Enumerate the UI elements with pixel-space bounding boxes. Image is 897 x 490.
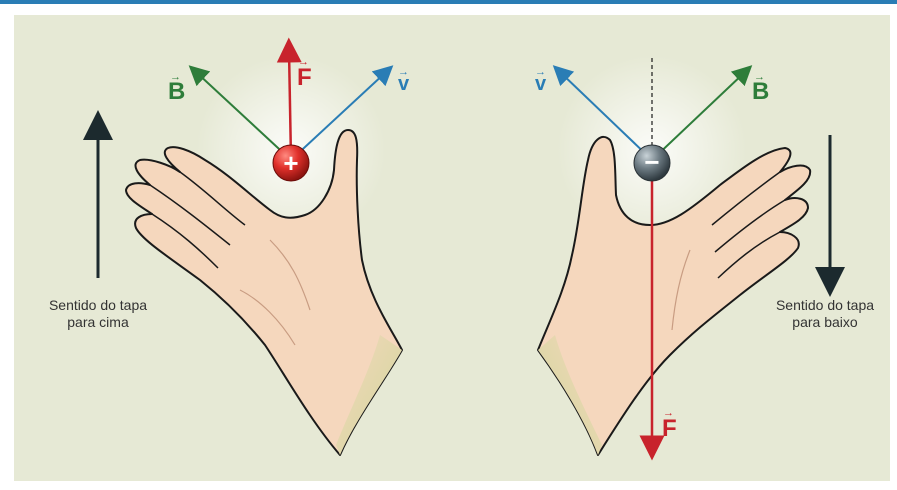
positive-charge-symbol: + — [283, 148, 298, 178]
right-field-label: B — [752, 80, 769, 104]
right-caption: Sentido do tapa para baixo — [762, 297, 888, 331]
left-field-label: B — [168, 80, 185, 104]
negative-charge: − — [634, 145, 670, 181]
negative-charge-symbol: − — [644, 147, 659, 177]
left-force-label: F — [297, 66, 312, 90]
positive-charge: + — [273, 145, 309, 181]
right-velocity-label: v — [535, 72, 546, 96]
left-velocity-label: v — [398, 72, 409, 96]
left-caption: Sentido do tapa para cima — [35, 297, 161, 331]
right-force-label: F — [662, 417, 677, 441]
